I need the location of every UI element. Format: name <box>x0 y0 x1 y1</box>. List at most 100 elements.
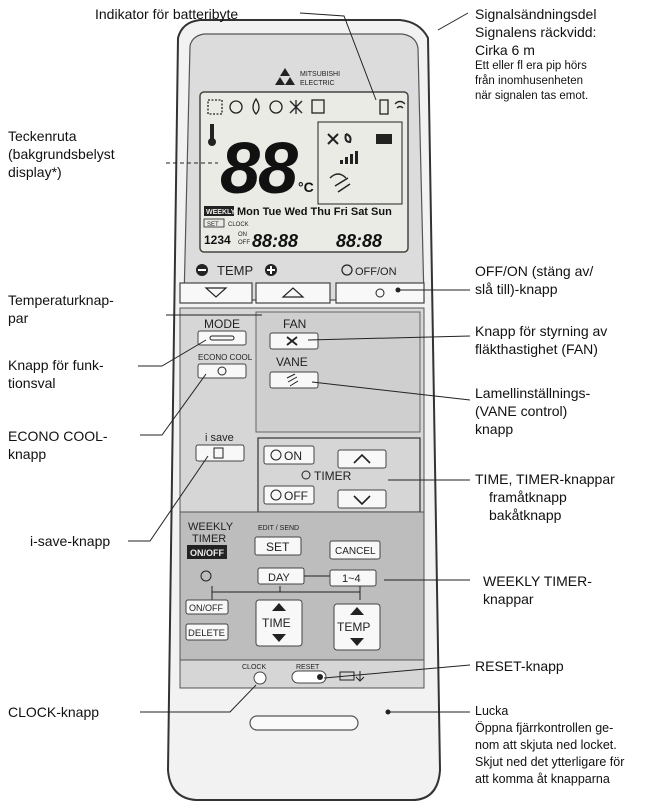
timer-clock-icon <box>301 470 311 480</box>
callout-signal-note-3: när signalen tas emot. <box>475 90 589 102</box>
callout-lid-line-5: att komma åt knapparna <box>475 772 610 786</box>
temp-down-button[interactable] <box>179 282 253 304</box>
fan-button[interactable] <box>269 332 319 350</box>
lcd-set-badge <box>203 218 225 228</box>
callout-temp-line-1: Temperaturknap- <box>8 292 114 308</box>
lcd-clock-text: CLOCK <box>228 222 249 228</box>
callout-display-line-1: Teckenruta <box>8 128 77 144</box>
callout-mode-line-2: tionsval <box>8 375 56 391</box>
thermometer-icon <box>208 124 216 146</box>
callout-fan: Knapp för styrning av fläkthastighet (FA… <box>475 322 607 358</box>
lcd-set-text: SET <box>207 222 219 228</box>
lcd-display <box>199 91 409 253</box>
range-button[interactable] <box>329 569 377 587</box>
set-button-text: SET <box>266 540 290 554</box>
leader-battery <box>299 12 377 101</box>
battery-lcd-icon <box>379 99 389 115</box>
lcd-days-text: Mon Tue Wed Thu Fri Sat Sun <box>237 206 392 218</box>
callout-vane: Lamellinställnings- (VANE control) knapp <box>475 384 590 438</box>
temp-weekly-text: TEMP <box>337 620 370 634</box>
callout-timer-line-1: TIME, TIMER-knappar <box>475 471 615 487</box>
set-button[interactable] <box>254 536 302 556</box>
callout-signal-line-3: Cirka 6 m <box>475 42 535 58</box>
isave-button[interactable] <box>195 444 245 462</box>
temp-up-button[interactable] <box>255 282 331 304</box>
callout-signal-line-1: Signalsändningsdel <box>475 6 597 22</box>
weekly-onoff-button[interactable] <box>187 545 227 559</box>
lid-slot[interactable] <box>249 715 359 731</box>
timer-off-clock-icon <box>270 489 282 501</box>
edit-send-label: EDIT / SEND <box>258 525 299 532</box>
econo-cool-button[interactable] <box>197 363 247 379</box>
callout-clock: CLOCK-knapp <box>8 703 99 721</box>
econo-label: ECONO COOL <box>198 353 253 362</box>
callout-signal-note-1: Ett eller fl era pip hörs <box>475 60 587 72</box>
brand-line-1: MITSUBISHI <box>300 71 340 78</box>
callout-econo-line-1: ECONO COOL- <box>8 428 108 444</box>
callout-timer-line-3: bakåtknapp <box>489 507 562 523</box>
callout-lid-line-3: nom att skjuta ned locket. <box>475 738 617 752</box>
vane-label: VANE <box>276 355 308 369</box>
cancel-button[interactable] <box>329 540 381 560</box>
arrow-down-icon <box>204 287 228 298</box>
lcd-off-text: OFF <box>238 240 250 246</box>
lcd-battery-mark-icon <box>376 134 392 144</box>
callout-battery-text: Indikator för batteribyte <box>95 6 239 22</box>
lcd-time-2: 88:88 <box>336 231 382 251</box>
callout-clock-text: CLOCK-knapp <box>8 704 100 720</box>
callout-lid: Lucka Öppna fjärrkontrollen ge- nom att … <box>475 703 624 788</box>
dry-mode-icon <box>252 97 260 115</box>
weekly-timer-line-2: TIMER <box>192 533 226 545</box>
callout-fan-line-1: Knapp för styrning av <box>475 323 608 339</box>
vane-button-icon <box>286 373 299 387</box>
leader-econo <box>140 373 207 436</box>
leader-clock <box>140 684 257 713</box>
lcd-temp-unit: °C <box>298 179 314 195</box>
brand-line-2: ELECTRIC <box>300 80 335 87</box>
temp-row-label: TEMP <box>217 263 253 278</box>
timer-backward-button[interactable] <box>337 489 387 509</box>
callout-timer: TIME, TIMER-knappar framåtknapp bakåtkna… <box>475 470 615 524</box>
lcd-fan-speed-icon <box>327 133 352 145</box>
chevron-down-icon <box>353 495 371 506</box>
callout-vane-line-3: knapp <box>475 421 514 437</box>
onoff-small-button[interactable] <box>185 599 229 615</box>
delete-button-text: DELETE <box>188 628 225 639</box>
delete-button[interactable] <box>185 623 229 641</box>
range-button-text: 1~4 <box>342 573 361 585</box>
mode-button[interactable] <box>197 330 247 346</box>
lcd-weekly-badge <box>204 206 234 216</box>
timer-on-clock-icon <box>270 449 282 461</box>
timer-forward-button[interactable] <box>337 449 387 469</box>
cancel-button-text: CANCEL <box>335 546 376 557</box>
time-down-icon <box>272 634 286 642</box>
callout-timer-line-2: framåtknapp <box>489 489 567 505</box>
lcd-fan-vane-box <box>317 121 403 205</box>
fan-mode-icon <box>289 100 303 114</box>
power-icon <box>341 264 353 276</box>
callout-mode: Knapp för funk- tionsval <box>8 356 104 392</box>
weekly-timer-line-1: WEEKLY <box>188 521 234 533</box>
clock-button[interactable] <box>253 671 267 685</box>
leader-fan <box>307 335 471 341</box>
signal-lcd-icon <box>394 100 406 109</box>
offon-button[interactable] <box>335 282 425 304</box>
callout-signal: Signalsändningsdel Signalens räckvidd: C… <box>475 5 596 104</box>
callout-battery: Indikator för batteribyte <box>95 5 238 23</box>
callout-vane-line-1: Lamellinställnings- <box>475 385 591 401</box>
reset-button[interactable] <box>291 670 327 684</box>
time-up-icon <box>272 603 286 611</box>
callout-econo-line-2: knapp <box>8 446 47 462</box>
weekly-clock-icon <box>200 570 212 582</box>
lcd-big-digits: 88 <box>220 129 298 209</box>
vane-button[interactable] <box>269 371 319 389</box>
time-button[interactable] <box>255 599 303 647</box>
leader-signal <box>437 12 469 31</box>
clock-small-label: CLOCK <box>242 664 266 671</box>
offon-row-label: OFF/ON <box>355 266 397 278</box>
callout-weekly: WEEKLY TIMER- knappar <box>483 572 592 608</box>
battery-compartment-icon <box>339 671 355 681</box>
temp-weekly-button[interactable] <box>333 603 381 651</box>
lcd-mode-icons <box>207 97 406 115</box>
